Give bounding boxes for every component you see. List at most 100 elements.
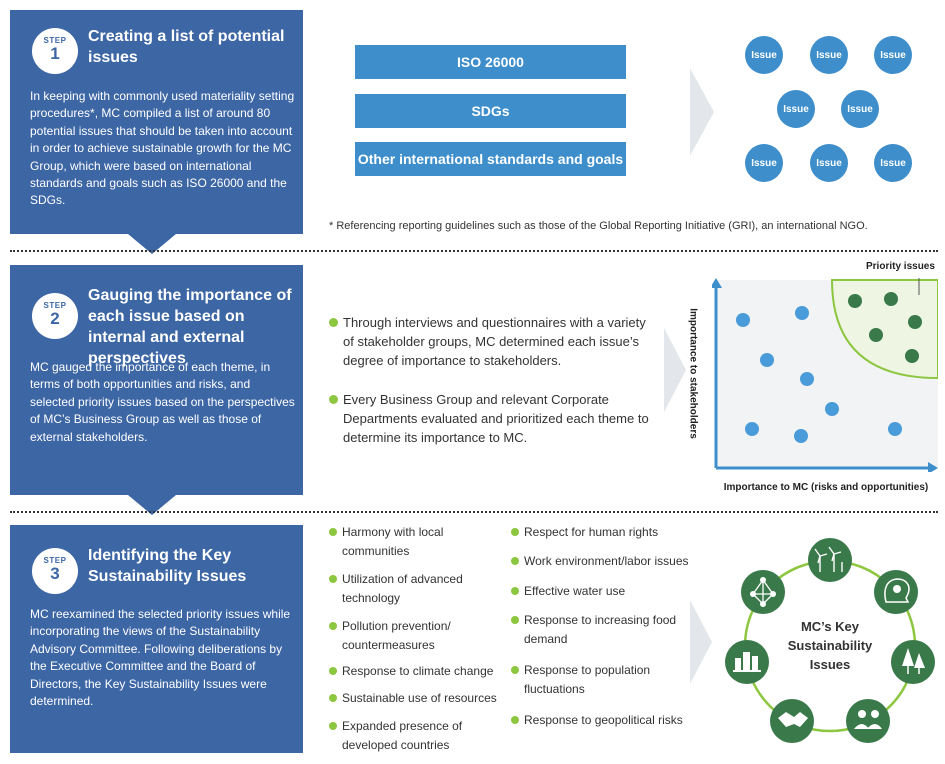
- issue-circle: Issue: [745, 144, 783, 182]
- matrix-point: [745, 422, 759, 436]
- bullet-dot: [329, 694, 337, 702]
- step-2-description: MC gauged the importance of each theme, …: [30, 360, 295, 444]
- people-icon: [846, 699, 890, 743]
- step-label: STEP: [43, 36, 67, 45]
- key-issue-item: Pollution prevention/ countermeasures: [329, 617, 494, 655]
- key-issue-text: Work environment/labor issues: [524, 554, 689, 568]
- step-2-bullet: Every Business Group and relevant Corpor…: [329, 390, 659, 447]
- priority-point: [869, 328, 883, 342]
- key-issue-item: Response to geopolitical risks: [511, 711, 691, 730]
- lightbulb-head-icon: [874, 570, 918, 614]
- y-axis-arrow-icon: [712, 278, 722, 288]
- step-label: STEP: [43, 301, 67, 310]
- city-icon: [725, 640, 769, 684]
- step-3-description: MC reexamined the selected priority issu…: [30, 607, 291, 709]
- issue-circle: Issue: [810, 36, 848, 74]
- standard-other: Other international standards and goals: [355, 142, 626, 176]
- priority-matrix: [712, 278, 938, 472]
- step-2-bullet: Through interviews and questionnaires wi…: [329, 313, 659, 370]
- bullet-dot: [329, 722, 337, 730]
- priority-point: [884, 292, 898, 306]
- key-issue-item: Effective water use: [511, 582, 691, 601]
- key-issue-text: Respect for human rights: [524, 525, 659, 539]
- chevron-right-icon: [690, 600, 712, 684]
- issue-circle: Issue: [874, 36, 912, 74]
- y-axis-label: Importance to stakeholders: [687, 308, 699, 439]
- key-issue-text: Effective water use: [524, 584, 626, 598]
- key-issue-item: Response to climate change: [329, 662, 504, 681]
- step-number: 2: [50, 309, 60, 328]
- step-2-box: STEP 2 Gauging the importance of each is…: [10, 265, 303, 495]
- key-issue-text: Utilization of advanced technology: [342, 572, 463, 605]
- step-number: 1: [50, 44, 60, 63]
- x-axis-label: Importance to MC (risks and opportunitie…: [723, 482, 929, 493]
- key-issue-item: Utilization of advanced technology: [329, 570, 494, 608]
- chevron-right-icon: [664, 328, 686, 412]
- forest-icon: [891, 640, 935, 684]
- step-1-box: STEP 1 Creating a list of potential issu…: [10, 10, 303, 234]
- issue-circle: Issue: [810, 144, 848, 182]
- step-1-arrow: [128, 234, 176, 254]
- key-issue-text: Response to population fluctuations: [524, 663, 651, 696]
- step-2-arrow: [128, 495, 176, 515]
- key-issues-ring: [725, 538, 935, 743]
- key-issue-text: Harmony with local communities: [342, 525, 444, 558]
- bullet-dot: [511, 616, 519, 624]
- bullet-dot: [511, 716, 519, 724]
- bullet-text: Every Business Group and relevant Corpor…: [343, 392, 649, 445]
- matrix-point: [794, 429, 808, 443]
- bullet-dot: [511, 666, 519, 674]
- issue-circle: Issue: [841, 90, 879, 128]
- bullet-dot: [329, 622, 337, 630]
- key-issue-text: Response to increasing food demand: [524, 613, 677, 646]
- divider: [10, 511, 938, 513]
- priority-point: [908, 315, 922, 329]
- key-issue-item: Response to increasing food demand: [511, 611, 686, 649]
- matrix-point: [760, 353, 774, 367]
- step-number: 3: [50, 564, 60, 583]
- priority-point: [905, 349, 919, 363]
- step-3-title: Identifying the Key Sustainability Issue…: [88, 547, 247, 585]
- bullet-dot: [329, 575, 337, 583]
- bullet-dot: [329, 395, 338, 404]
- key-issue-text: Sustainable use of resources: [342, 691, 497, 705]
- matrix-point: [825, 402, 839, 416]
- network-icon: [741, 570, 785, 614]
- priority-point: [848, 294, 862, 308]
- standard-sdgs: SDGs: [355, 94, 626, 128]
- key-issue-item: Harmony with local communities: [329, 523, 494, 561]
- key-issue-text: Response to climate change: [342, 664, 494, 678]
- matrix-chart: [712, 278, 938, 472]
- key-issue-text: Response to geopolitical risks: [524, 713, 683, 727]
- step-2-badge: STEP 2: [32, 293, 78, 339]
- issue-circle: Issue: [874, 144, 912, 182]
- wind-turbine-icon: [808, 538, 852, 582]
- issue-circle: Issue: [745, 36, 783, 74]
- step-3-badge: STEP 3: [32, 548, 78, 594]
- standard-iso26000: ISO 26000: [355, 45, 626, 79]
- key-issue-item: Work environment/labor issues: [511, 552, 696, 571]
- step-1-badge: STEP 1: [32, 28, 78, 74]
- key-issue-text: Pollution prevention/ countermeasures: [342, 619, 451, 652]
- bullet-text: Through interviews and questionnaires wi…: [343, 315, 646, 368]
- x-axis-arrow-icon: [928, 462, 938, 472]
- bullet-dot: [329, 667, 337, 675]
- footnote: * Referencing reporting guidelines such …: [329, 220, 868, 232]
- issue-circle: Issue: [777, 90, 815, 128]
- chevron-right-icon: [690, 68, 714, 156]
- matrix-point: [795, 306, 809, 320]
- key-issue-item: Respect for human rights: [511, 523, 691, 542]
- divider: [10, 250, 938, 252]
- step-1-title: Creating a list of potential issues: [88, 28, 285, 66]
- key-issue-item: Expanded presence of developed countries: [329, 717, 494, 755]
- bullet-dot: [329, 318, 338, 327]
- step-3-box: STEP 3 Identifying the Key Sustainabilit…: [10, 525, 303, 753]
- key-issue-item: Response to population fluctuations: [511, 661, 681, 699]
- key-issue-item: Sustainable use of resources: [329, 689, 509, 708]
- matrix-point: [736, 313, 750, 327]
- step-label: STEP: [43, 556, 67, 565]
- ring-center-label: MC’s Key Sustainability Issues: [787, 619, 873, 672]
- priority-issues-label: Priority issues: [866, 261, 935, 272]
- key-issue-text: Expanded presence of developed countries: [342, 719, 463, 752]
- step-1-description: In keeping with commonly used materialit…: [30, 89, 295, 208]
